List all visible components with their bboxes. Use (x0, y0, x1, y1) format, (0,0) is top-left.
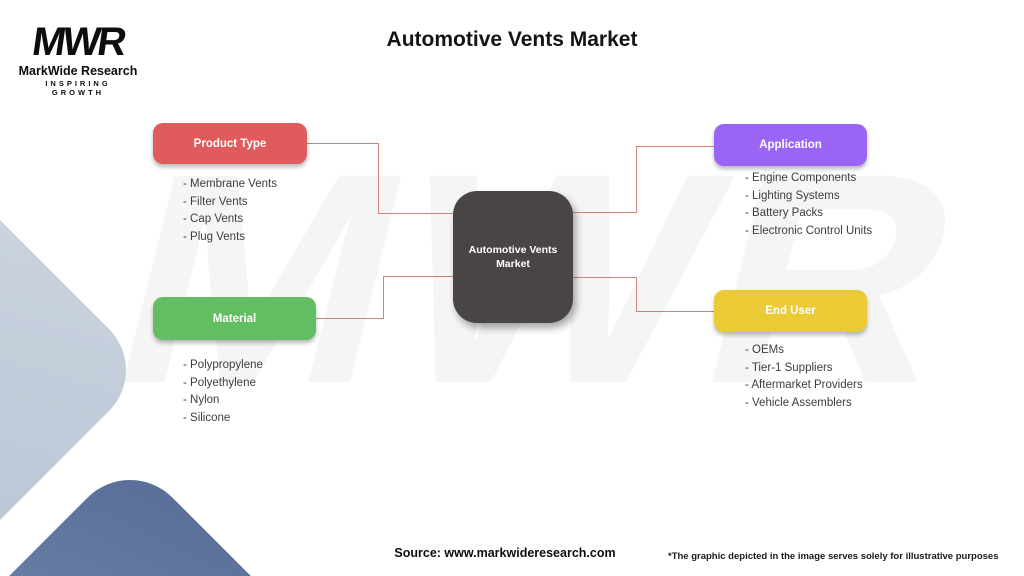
logo-company-name: MarkWide Research (18, 64, 138, 78)
decor-diamond-dark (0, 455, 413, 576)
node-product-type: Product Type (153, 123, 307, 164)
connector-segment (307, 143, 378, 144)
connector-segment (573, 277, 636, 278)
disclaimer-note: *The graphic depicted in the image serve… (668, 551, 999, 562)
logo-tagline: INSPIRING GROWTH (45, 79, 111, 97)
list-item: - Nylon (183, 394, 220, 406)
node-product-type-label: Product Type (193, 137, 267, 150)
markwide-logo: MWR MarkWide Research INSPIRING GROWTH (18, 20, 138, 97)
list-item: - Engine Components (745, 172, 857, 184)
list-item: - Filter Vents (183, 195, 248, 208)
connector-segment (636, 311, 714, 312)
connector-segment (316, 318, 383, 319)
material-item-list: - Polypropylene - Polyethylene - Nylon -… (183, 357, 263, 427)
connector-segment (383, 276, 453, 277)
connector-segment (636, 277, 637, 312)
list-item: - Vehicle Assemblers (745, 396, 852, 409)
connector-segment (378, 213, 453, 214)
center-node-automotive-vents-market: Automotive Vents Market (453, 191, 573, 323)
connector-segment (378, 143, 379, 214)
list-item: - OEMs (745, 344, 784, 356)
node-end-user: End User (714, 290, 867, 332)
product-type-item-list: - Membrane Vents - Filter Vents - Cap Ve… (183, 176, 277, 246)
node-application-label: Application (759, 139, 822, 151)
connector-segment (636, 146, 714, 147)
node-application: Application (714, 124, 867, 166)
connector-segment (636, 146, 637, 213)
list-item: - Lighting Systems (745, 189, 840, 202)
end-user-item-list: - OEMs - Tier-1 Suppliers - Aftermarket … (745, 342, 863, 412)
list-item: - Aftermarket Providers (745, 379, 863, 391)
list-item: - Membrane Vents (183, 178, 277, 190)
list-item: - Polypropylene (183, 359, 263, 371)
node-end-user-label: End User (765, 305, 816, 317)
list-item: - Battery Packs (745, 207, 823, 219)
list-item: - Polyethylene (183, 376, 256, 389)
node-material-label: Material (212, 312, 257, 325)
node-material: Material (153, 297, 316, 340)
center-node-label: Automotive Vents Market (468, 244, 558, 270)
source-attribution: Source: www.markwideresearch.com (394, 546, 616, 560)
page-title: Automotive Vents Market (386, 28, 638, 51)
connector-segment (383, 276, 384, 319)
list-item: - Cap Vents (183, 213, 244, 225)
application-item-list: - Engine Components - Lighting Systems -… (745, 170, 872, 240)
list-item: - Tier-1 Suppliers (745, 361, 833, 374)
list-item: - Plug Vents (183, 230, 246, 243)
connector-segment (573, 212, 636, 213)
list-item: - Electronic Control Units (745, 224, 873, 237)
list-item: - Silicone (183, 411, 231, 424)
